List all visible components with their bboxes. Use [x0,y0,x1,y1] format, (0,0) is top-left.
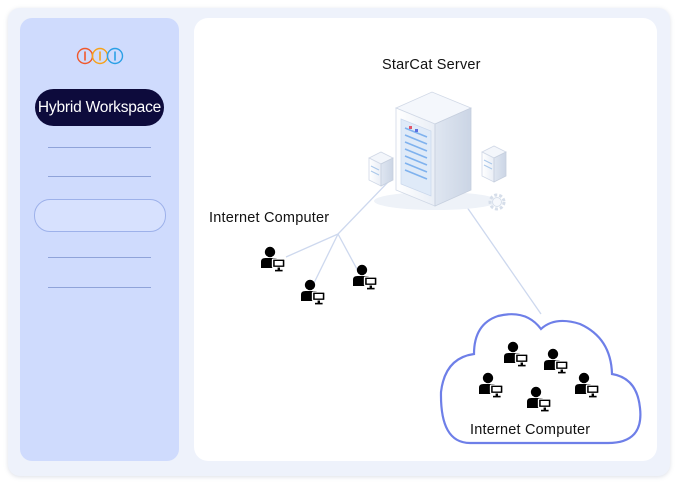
nav-item-placeholder[interactable] [48,257,151,258]
left-group-label: Internet Computer [209,210,330,226]
nav-item-placeholder[interactable] [48,147,151,148]
nav-item-placeholder[interactable] [48,176,151,177]
user-computer-icon [260,246,286,273]
server-label: StarCat Server [382,57,481,73]
cloud-group-label: Internet Computer [470,422,591,438]
gear-icon [488,193,506,211]
connector-lines [285,179,542,315]
app-logo [76,47,124,65]
user-computer-icon [300,279,326,306]
nav-item-selected-placeholder[interactable] [34,199,166,232]
cloud-shape [439,313,642,445]
nav-item-placeholder[interactable] [48,287,151,288]
server-icon [368,91,507,211]
nav-item-hybrid-workspace[interactable]: Hybrid Workspace [35,89,164,126]
